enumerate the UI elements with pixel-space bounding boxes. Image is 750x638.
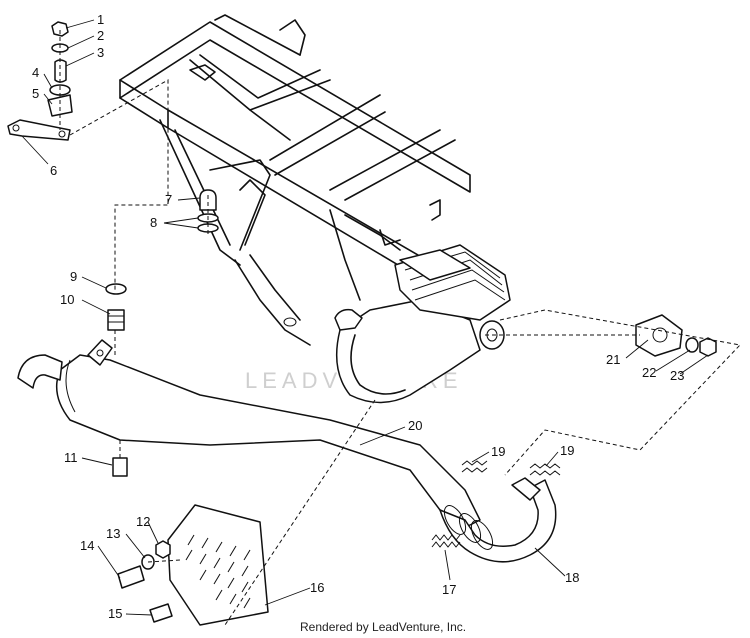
callout-16: 16 [310, 580, 324, 595]
callout-23: 23 [670, 368, 684, 383]
hardware-parts [7, 21, 717, 623]
callout-11: 11 [64, 450, 78, 465]
callout-9: 9 [70, 269, 77, 284]
callout-1: 1 [97, 12, 104, 27]
callout-19-left: 19 [491, 444, 505, 459]
callout-17: 17 [442, 582, 456, 597]
callout-19-right: 19 [560, 443, 574, 458]
callout-12: 12 [136, 514, 150, 529]
callout-20: 20 [408, 418, 422, 433]
callout-2: 2 [97, 28, 104, 43]
callout-labels: 1 2 3 4 5 6 7 8 9 10 11 12 13 14 15 16 1… [32, 12, 684, 621]
callout-5: 5 [32, 86, 39, 101]
callout-3: 3 [97, 45, 104, 60]
callout-7: 7 [165, 192, 172, 207]
render-caption: Rendered by LeadVenture, Inc. [300, 620, 467, 634]
callout-10: 10 [60, 292, 74, 307]
callout-21: 21 [606, 352, 620, 367]
callout-leaders [21, 19, 709, 616]
callout-18: 18 [565, 570, 579, 585]
callout-22: 22 [642, 365, 656, 380]
frame [119, 14, 471, 346]
callout-14: 14 [80, 538, 94, 553]
callout-8: 8 [150, 215, 157, 230]
heat-shield [167, 504, 269, 626]
exhaust-system [17, 339, 557, 563]
callout-4: 4 [32, 65, 39, 80]
assembly-lines [59, 30, 742, 626]
engine [334, 244, 511, 404]
callout-6: 6 [50, 163, 57, 178]
callout-15: 15 [108, 606, 122, 621]
callout-13: 13 [106, 526, 120, 541]
